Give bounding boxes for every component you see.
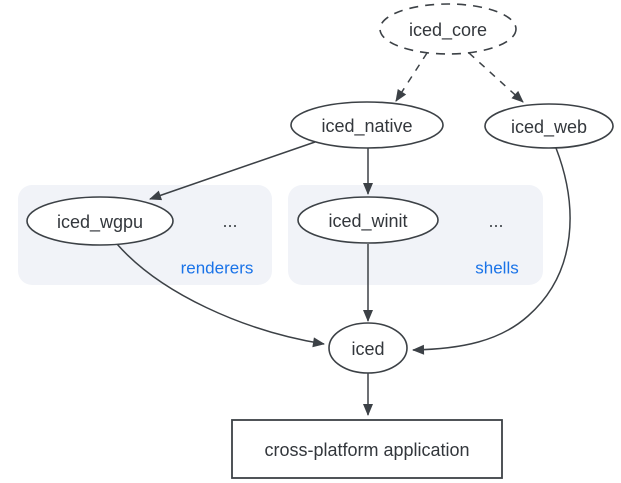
iced-core-ellipse [379, 3, 517, 55]
edge-wgpu-to-iced [116, 243, 325, 348]
iced-core-label: iced_core [409, 20, 487, 41]
iced-wgpu-label: iced_wgpu [57, 212, 143, 233]
app-label: cross-platform application [264, 440, 469, 460]
iced-label: iced [351, 339, 384, 359]
node-iced-winit: iced_winit [297, 196, 439, 244]
edge-core-to-native [395, 52, 428, 102]
node-iced-web: iced_web [484, 103, 614, 149]
node-iced-wgpu: iced_wgpu [26, 196, 174, 246]
iced-web-ellipse [484, 103, 614, 149]
node-iced: iced [328, 322, 408, 374]
shells-group-label: shells [475, 259, 518, 278]
node-iced-core: iced_core [379, 3, 517, 55]
edge-native-to-wgpu [149, 141, 316, 201]
edge-web-to-iced [412, 147, 571, 355]
iced-wgpu-ellipse [26, 196, 174, 246]
renderers-ellipsis: ... [222, 211, 237, 231]
iced-native-ellipse [290, 101, 444, 149]
node-cross-platform-application: cross-platform application [231, 419, 503, 479]
app-box [231, 419, 503, 479]
iced-winit-label: iced_winit [328, 211, 407, 232]
renderers-group-label: renderers [181, 259, 254, 278]
edge-core-to-web [468, 52, 524, 103]
node-iced-native: iced_native [290, 101, 444, 149]
iced-native-label: iced_native [321, 116, 412, 137]
iced-winit-ellipse [297, 196, 439, 244]
iced-ellipse [328, 322, 408, 374]
shells-ellipsis: ... [488, 211, 503, 231]
iced-web-label: iced_web [511, 117, 587, 138]
